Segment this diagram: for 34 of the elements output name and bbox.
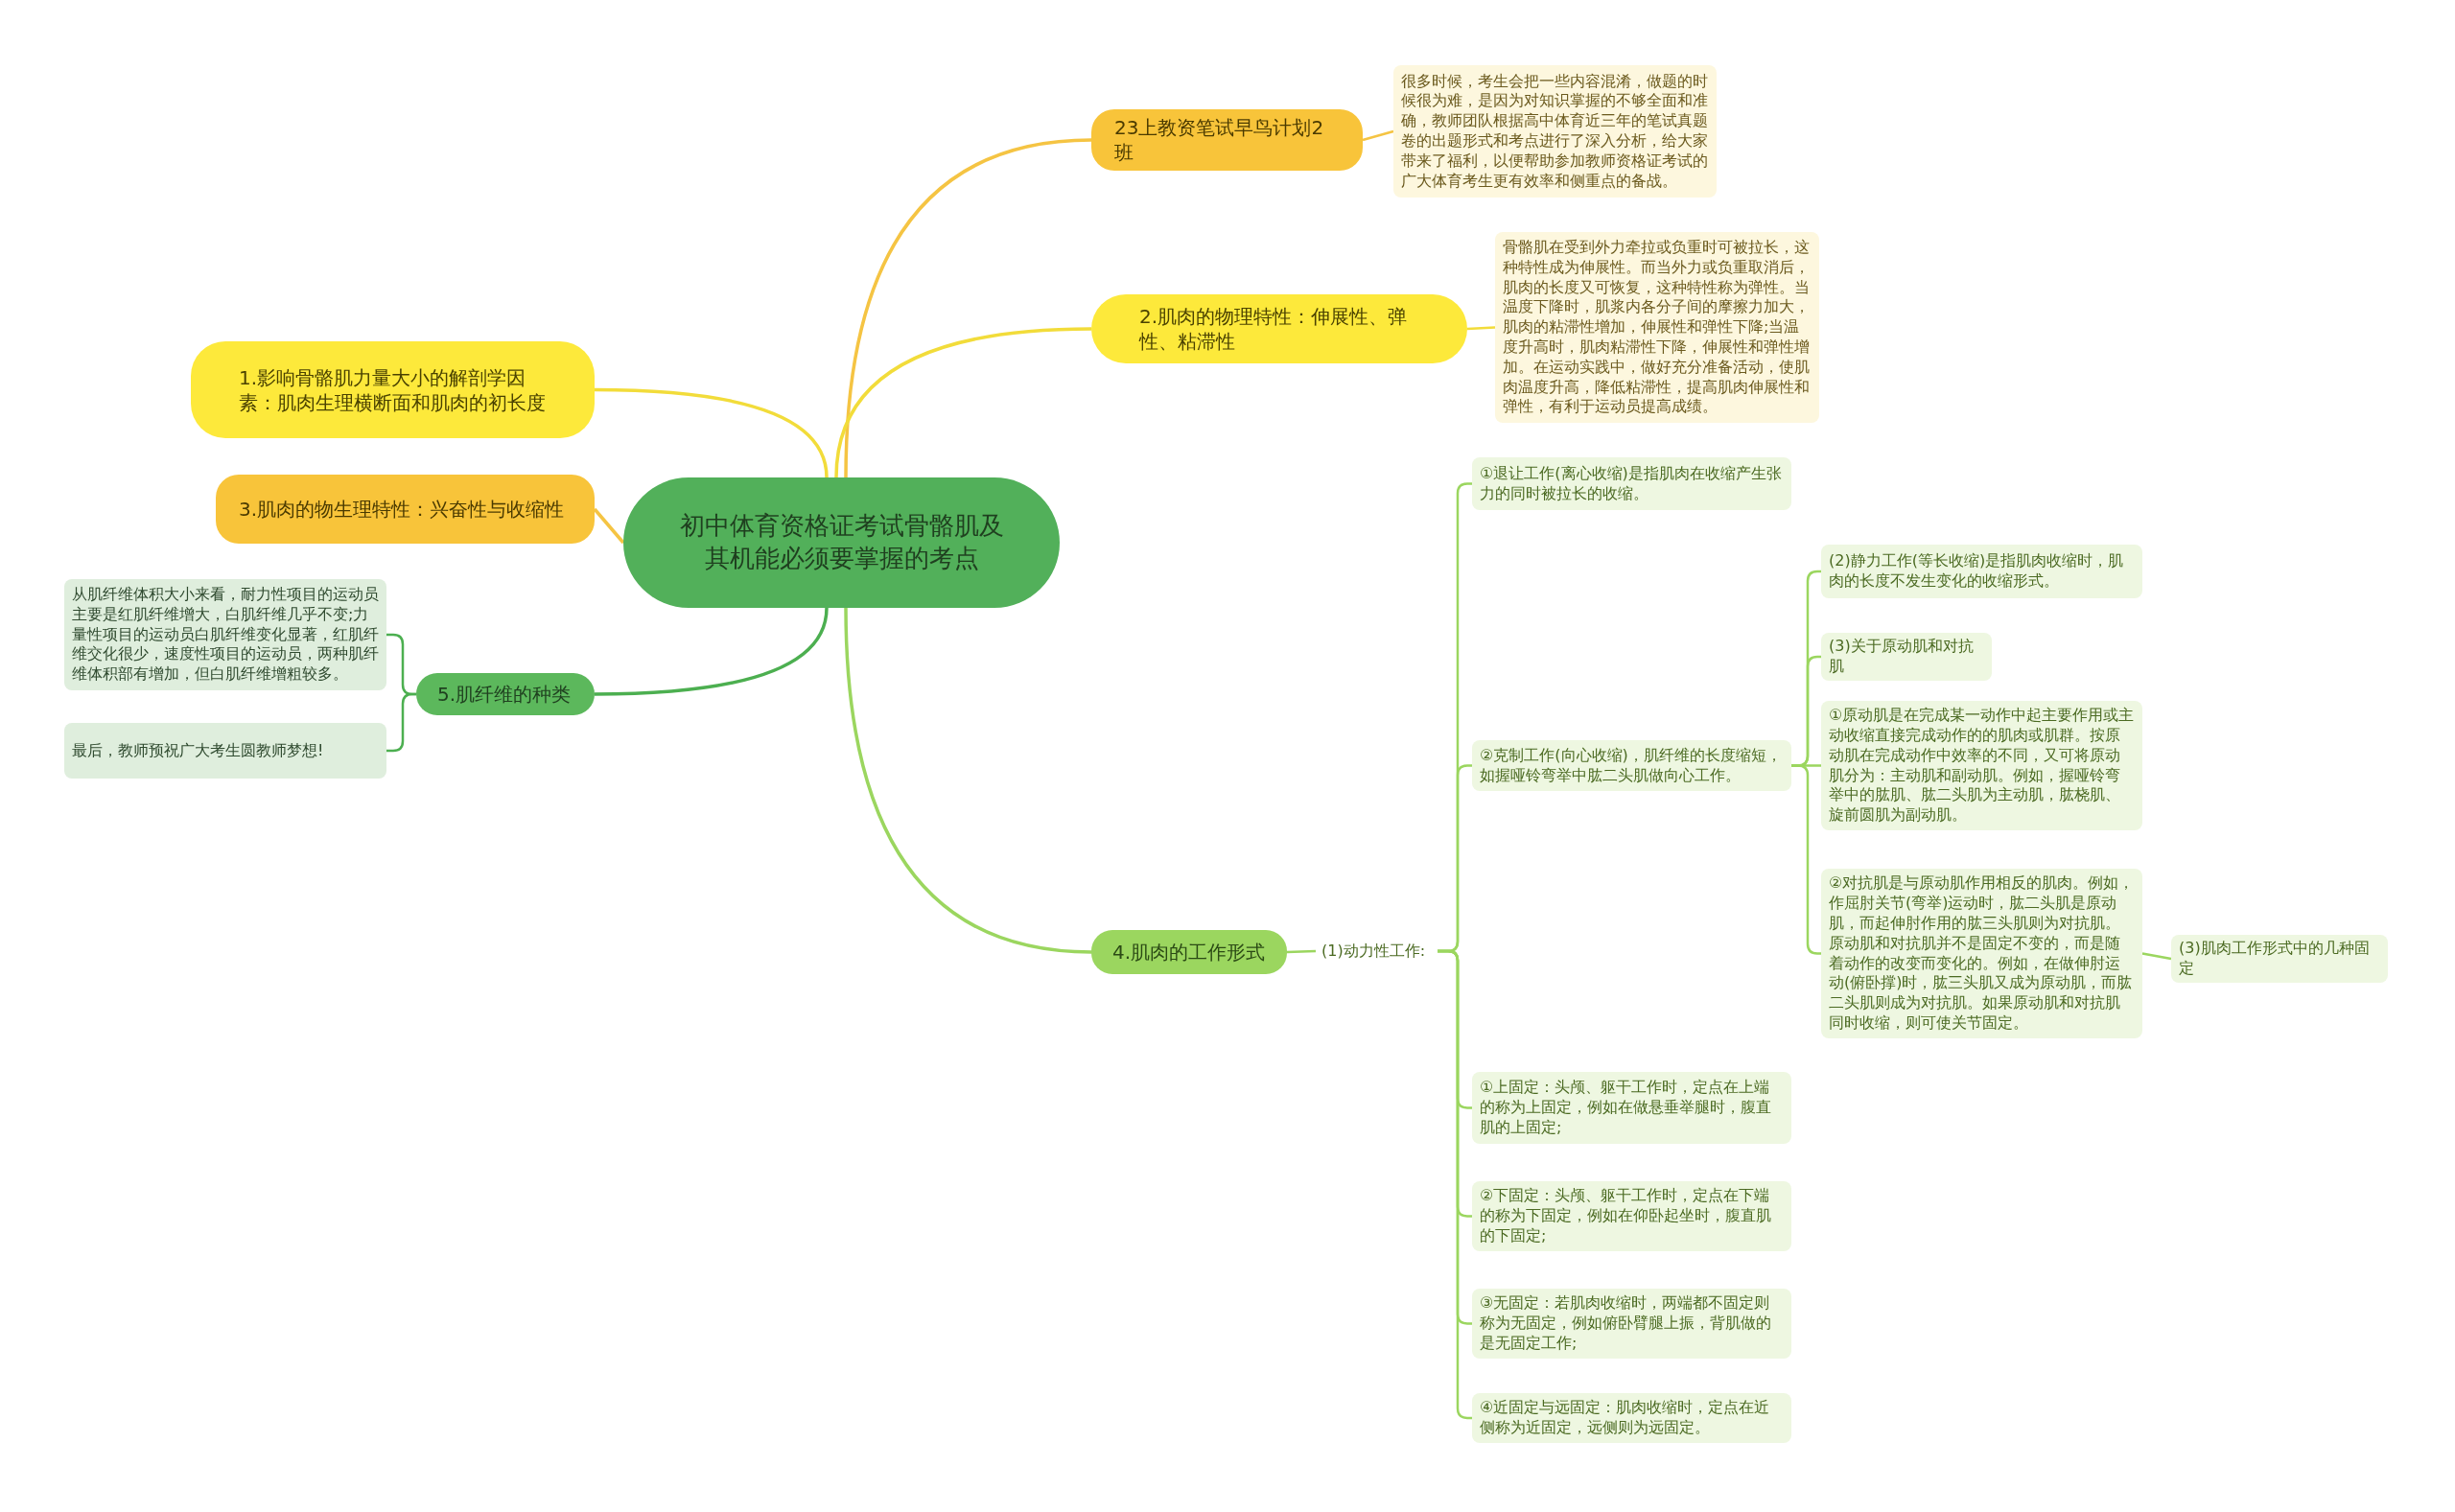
note-box: ②下固定：头颅、躯干工作时，定点在下端的称为下固定，例如在仰卧起坐时，腹直肌的下固定;: [1472, 1181, 1791, 1251]
connector: [844, 607, 1092, 954]
connector: [594, 607, 829, 696]
topic-box: 4.肌肉的工作形式: [1091, 930, 1287, 974]
connector: [834, 327, 1092, 478]
note-box: ②克制工作(向心收缩)，肌纤维的长度缩短，如握哑铃弯举中肱二头肌做向心工作。: [1472, 740, 1791, 791]
note-box: (2)静力工作(等长收缩)是指肌肉收缩时，肌肉的长度不发生变化的收缩形式。: [1821, 545, 2142, 598]
note-box: (3)关于原动肌和对抗肌: [1821, 633, 1992, 681]
connector: [593, 507, 625, 545]
topic-box: 2.肌肉的物理特性：伸展性、弹性、粘滞性: [1091, 294, 1467, 363]
connector: [1286, 949, 1317, 954]
note-box: ③无固定：若肌肉收缩时，两端都不固定则称为无固定，例如俯卧臂腿上振，背肌做的是无固定工作;: [1472, 1289, 1791, 1359]
note-box: ②对抗肌是与原动肌作用相反的肌肉。例如，作屈肘关节(弯举)运动时，肱二头肌是原动肌，而起伸肘作用的肱三头肌则为对抗肌。原动肌和对抗肌并不是固定不变的，而是随着动作的改变而变化的。例如，在做伸肘运动(俯卧撑)时，肱三头肌又成为原动肌，而肱二头肌则成为对抗肌。如果原动肌和对抗肌同时收缩，则可使关节固定。: [1821, 869, 2142, 1038]
note-box: ①退让工作(离心收缩)是指肌肉在收缩产生张力的同时被拉长的收缩。: [1472, 457, 1791, 510]
connector: [594, 387, 829, 478]
note-box: 很多时候，考生会把一些内容混淆，做题的时候很为难，是因为对知识掌握的不够全面和准确，教师团队根据高中体育近三年的笔试真题卷的出题形式和考点进行了深入分析，给大家带来了福利，以便帮助参加教师资格证考试的广大体育考生更有效率和侧重点的备战。: [1393, 65, 1717, 198]
note-box: 从肌纤维体积大小来看，耐力性项目的运动员主要是红肌纤维增大，白肌纤维几乎不变;力量性项目的运动员白肌纤维变化显著，红肌纤维交化很少，速度性项目的运动员，两种肌纤维体积部有增加，但白肌纤维增粗较多。: [64, 579, 386, 690]
connector: [1791, 764, 1821, 955]
note-box: ①上固定：头颅、躯干工作时，定点在上端的称为上固定，例如在做悬垂举腿时，腹直肌的上固定;: [1472, 1072, 1791, 1144]
topic-label: (1)动力性工作:: [1316, 936, 1438, 966]
topic-box: 5.肌纤维的种类: [416, 673, 595, 715]
note-box: ①原动肌是在完成某一动作中起主要作用或主动收缩直接完成动作的的肌肉或肌群。按原动肌在完成动作中效率的不同，又可将原动肌分为：主动肌和副动肌。例如，握哑铃弯举中的肱肌、肱二头肌为主动肌，肱桡肌、旋前圆肌为副动肌。: [1821, 701, 2142, 830]
note-box: (3)肌肉工作形式中的几种固定: [2171, 935, 2388, 983]
connector: [2141, 952, 2172, 961]
central-topic: 初中体育资格证考试骨骼肌及其机能必须要掌握的考点: [623, 477, 1060, 608]
connector: [1466, 326, 1496, 331]
topic-box: 23上教资笔试早鸟计划2班: [1091, 109, 1363, 171]
connector: [1362, 129, 1394, 142]
note-box: 骨骼肌在受到外力牵拉或负重时可被拉长，这种特性成为伸展性。而当外力或负重取消后，肌肉的长度又可恢复，这种特性称为弹性。当温度下降时，肌浆内各分子间的摩擦力加大，肌肉的粘滞性增加，伸展性和弹性下降;当温度升高时，肌肉粘滞性下降，伸展性和弹性增加。在运动实践中，做好充分准备活动，使肌肉温度升高，降低粘滞性，提高肌肉伸展性和弹性，有利于运动员提高成绩。: [1495, 232, 1819, 424]
note-box: ④近固定与远固定：肌肉收缩时，定点在近侧称为近固定，远侧则为远固定。: [1472, 1393, 1791, 1443]
topic-box: 3.肌肉的物生理特性：兴奋性与收缩性: [216, 475, 595, 544]
topic-box: 1.影响骨骼肌力量大小的解剖学因素：肌肉生理横断面和肌肉的初长度: [191, 341, 595, 438]
connector: [844, 138, 1092, 478]
note-box: 最后，教师预祝广大考生圆教师梦想!: [64, 723, 386, 779]
